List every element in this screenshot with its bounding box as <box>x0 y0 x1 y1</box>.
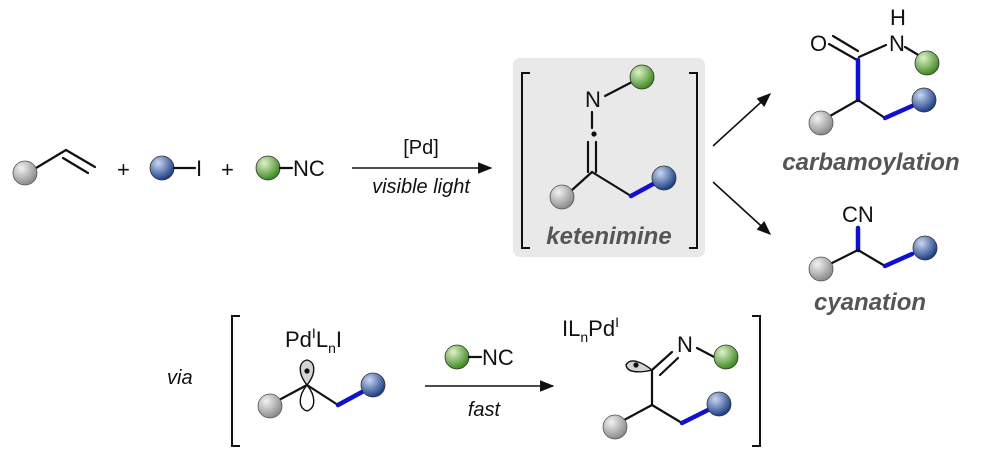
mech-nitrogen-label: N <box>677 332 693 357</box>
mechanism-arrow: NC fast <box>425 344 555 421</box>
mech-condition-label: fast <box>468 399 502 421</box>
blue-substituent-ball <box>706 391 732 417</box>
alkyl-iodide-reactant: I <box>149 155 202 181</box>
via-label: via <box>167 367 193 389</box>
plus-sign: + <box>117 157 130 182</box>
ketenimine-intermediate: N ketenimine <box>513 58 705 257</box>
sp2-orbital <box>625 360 654 373</box>
cyanation-label: cyanation <box>814 289 926 316</box>
blue-substituent-ball <box>651 165 677 191</box>
hydrogen-label: H <box>890 5 906 30</box>
gray-substituent-ball <box>602 414 628 440</box>
gray-substituent-ball <box>808 256 834 282</box>
left-bracket <box>521 72 530 249</box>
gray-substituent-ball <box>257 393 283 419</box>
green-substituent-ball <box>914 50 940 76</box>
iodide-label: I <box>196 156 202 181</box>
isocyanide-label: NC <box>293 156 325 181</box>
alkyl-radical-complex: PdILnI <box>257 325 386 419</box>
carbamoylation-label: carbamoylation <box>782 149 959 176</box>
main-reaction-arrow: [Pd] visible light <box>352 137 493 198</box>
pd-complex-label: ILnPdI <box>562 314 619 345</box>
right-bracket <box>689 72 698 249</box>
pd-complex-label: PdILnI <box>285 325 342 356</box>
green-substituent-ball <box>444 344 470 370</box>
catalyst-label: [Pd] <box>403 137 439 159</box>
p-orbital-lower <box>299 383 315 412</box>
radical-dot <box>591 131 597 137</box>
gray-substituent-ball <box>12 160 38 186</box>
nitrile-product: CN cyanation <box>808 202 938 316</box>
arrow-to-carbamoylation <box>712 93 772 147</box>
blue-substituent-ball <box>912 235 938 261</box>
alkene-reactant <box>12 148 97 186</box>
amide-nitrogen-label: N <box>889 31 905 56</box>
green-substituent-ball <box>629 64 655 90</box>
nitrogen-label: N <box>585 87 601 112</box>
cyano-label: CN <box>842 202 874 227</box>
blue-substituent-ball <box>911 87 937 113</box>
gray-substituent-ball <box>808 110 834 136</box>
radical-dot <box>304 368 310 374</box>
mech-isocyanide-label: NC <box>482 345 514 370</box>
arrow-to-cyanation <box>712 181 772 235</box>
green-substituent-ball <box>255 155 281 181</box>
amide-product: O H N carbamoylation <box>782 5 959 176</box>
oxygen-label: O <box>810 31 827 56</box>
blue-substituent-ball <box>360 372 386 398</box>
imidoyl-radical-complex: ILnPdI N <box>562 314 739 440</box>
gray-substituent-ball <box>549 184 575 210</box>
blue-substituent-ball <box>149 155 175 181</box>
plus-sign: + <box>221 157 234 182</box>
mechanism-left-bracket <box>231 315 240 447</box>
ketenimine-label: ketenimine <box>546 223 671 250</box>
radical-dot <box>633 362 639 368</box>
green-substituent-ball <box>713 344 739 370</box>
mechanism-right-bracket <box>752 315 761 447</box>
isocyanide-reactant: NC <box>255 155 325 181</box>
condition-label: visible light <box>372 176 471 198</box>
